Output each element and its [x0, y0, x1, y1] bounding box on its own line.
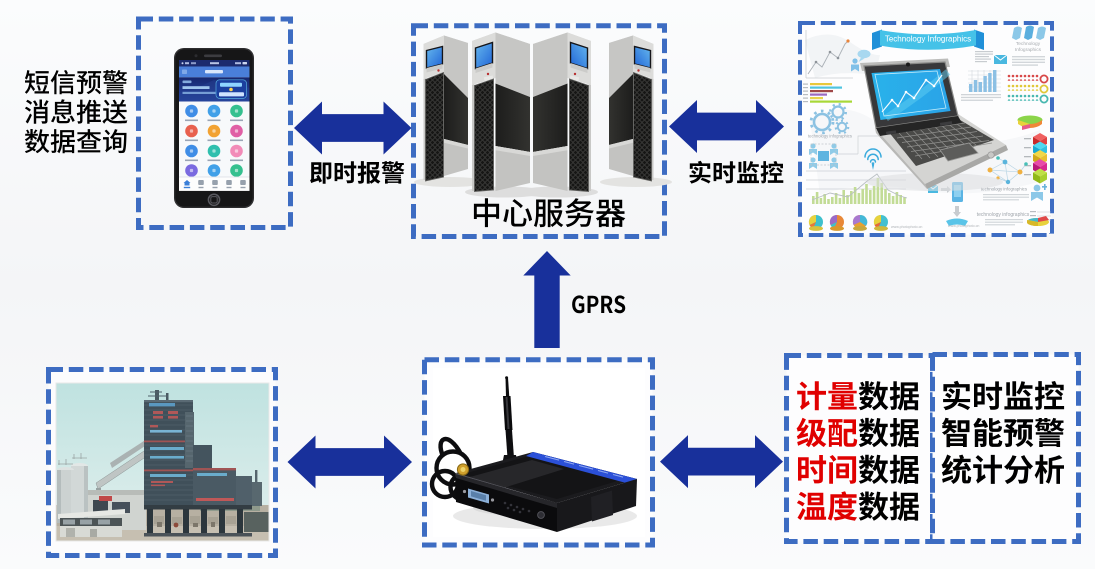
svg-text:www.photophoto.cn: www.photophoto.cn: [948, 224, 979, 228]
svg-text:Technology: Technology: [1016, 41, 1041, 47]
svg-text:technology infographics: technology infographics: [808, 134, 852, 139]
svg-text:technology infographics: technology infographics: [981, 187, 1028, 192]
svg-text:Infographics: Infographics: [1015, 47, 1042, 53]
svg-text:Technology Infographics: Technology Infographics: [885, 35, 971, 44]
svg-text:technology infographics: technology infographics: [977, 212, 1030, 218]
svg-text:www.photophoto.cn: www.photophoto.cn: [891, 225, 922, 229]
